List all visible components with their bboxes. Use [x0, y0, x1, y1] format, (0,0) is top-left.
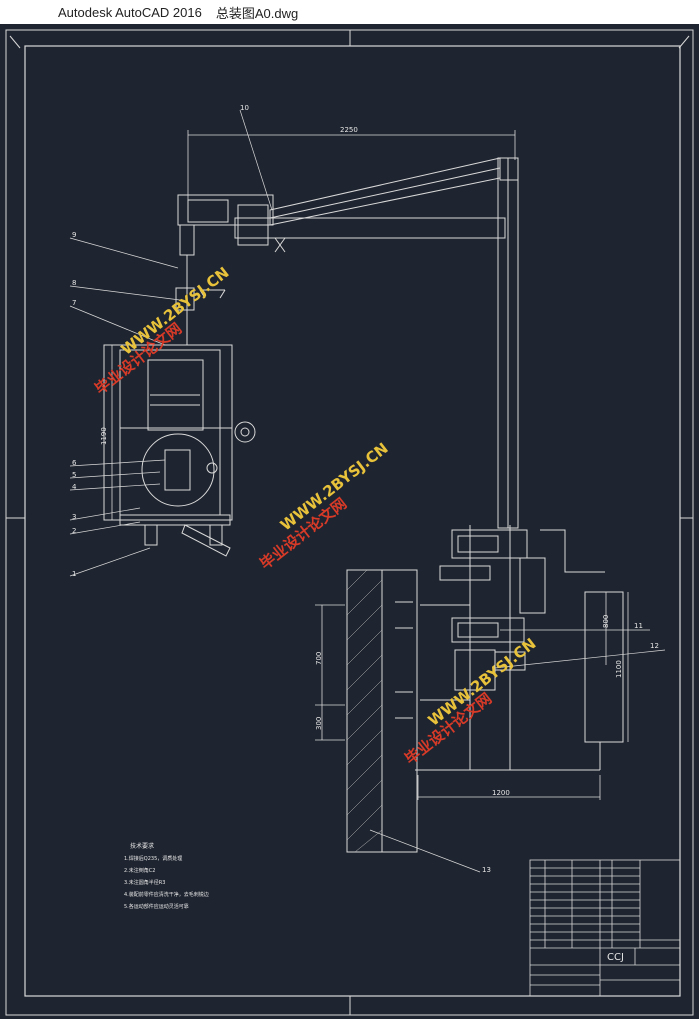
cad-drawing: 2250: [5, 29, 694, 1016]
notes-heading: 技术要求: [130, 842, 154, 850]
watermark-group-2: 毕业设计论文网 WWW.2BYSJ.CN: [256, 439, 391, 573]
dim-300-label: 300: [315, 717, 323, 730]
hoist: [175, 224, 226, 345]
watermark-url-1: WWW.2BYSJ.CN: [118, 263, 233, 358]
title-block-code: CCJ: [607, 952, 624, 963]
centering-marks: [6, 30, 693, 1015]
notes-line-4: 4.装配前零件应清洗干净，去毛刺锐边: [124, 891, 209, 898]
right-callout-leaders: [369, 629, 666, 873]
callout-12: 12: [650, 642, 659, 650]
notes-line-3: 3.未注圆角半径R3: [124, 879, 165, 886]
title-bar: Autodesk AutoCAD 2016 总装图A0.dwg: [0, 0, 699, 24]
dim-top-label: 2250: [340, 126, 358, 134]
callout-7: 7: [72, 299, 76, 307]
callout-4: 4: [72, 483, 77, 491]
notes-line-5: 5.各运动部件应运动灵活可靠: [124, 903, 189, 910]
dim-1100-label: 1100: [615, 660, 623, 678]
watermark-group-1: 毕业设计论文网 WWW.2BYSJ.CN: [91, 263, 233, 398]
left-assembly: [103, 344, 256, 557]
drawing-canvas[interactable]: 2250: [0, 24, 699, 1019]
callout-6: 6: [72, 459, 77, 467]
wall-section: [346, 569, 418, 853]
file-name: 总装图A0.dwg: [215, 5, 299, 21]
callout-13: 13: [482, 866, 491, 874]
callout-10: 10: [240, 104, 249, 112]
callout-5: 5: [72, 471, 76, 479]
callout-1: 1: [72, 570, 76, 578]
boom-arm: [177, 157, 519, 529]
dim-1200-label: 1200: [492, 789, 510, 797]
left-callout-leaders: [69, 109, 273, 577]
wall-hatch: [346, 569, 383, 853]
right-dimensions: [315, 592, 629, 800]
dimension-top: [187, 130, 516, 200]
outer-frame: [5, 29, 694, 1016]
right-assembly: [415, 525, 624, 771]
dim-left-label: 1190: [100, 427, 108, 445]
title-block: [529, 859, 681, 997]
callout-11: 11: [634, 622, 643, 630]
dim-800-label: 800: [602, 615, 610, 628]
notes-line-1: 1.焊接后Q235，调质处理: [124, 855, 182, 862]
inner-frame: [24, 45, 681, 997]
app-title: Autodesk AutoCAD 2016: [58, 4, 202, 20]
wall-bolts: [395, 601, 413, 719]
callout-9: 9: [72, 231, 76, 239]
notes-line-2: 2.未注倒角C2: [124, 867, 155, 874]
callout-2: 2: [72, 527, 76, 535]
dim-700-label: 700: [315, 652, 323, 665]
callout-3: 3: [72, 513, 76, 521]
callout-8: 8: [72, 279, 76, 287]
watermark-url-3: WWW.2BYSJ.CN: [425, 634, 540, 729]
